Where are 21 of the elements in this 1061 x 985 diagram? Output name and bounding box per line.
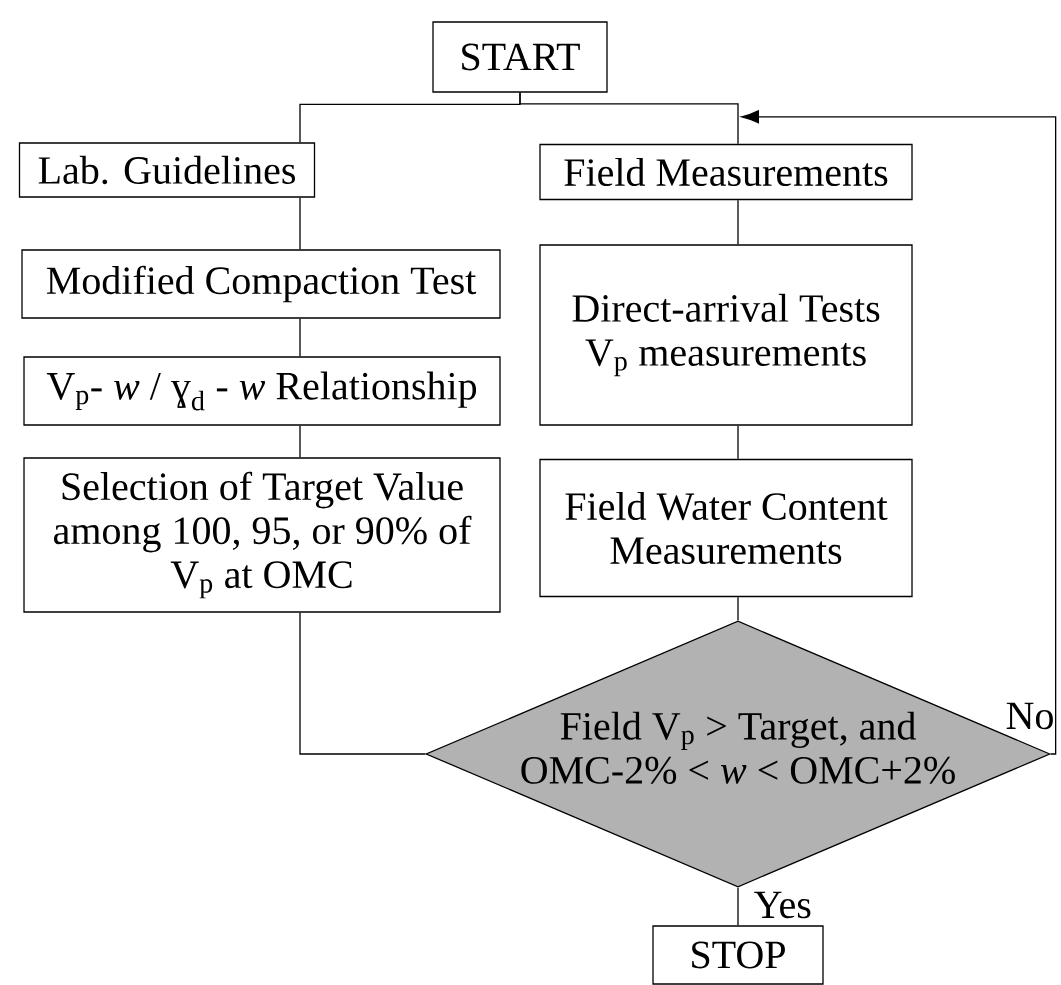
process-box: STOP — [652, 925, 824, 985]
arrow — [741, 110, 1057, 755]
connector-line — [737, 199, 739, 245]
process-box: Field Water Content Measurements — [539, 458, 913, 598]
connector-line — [299, 425, 301, 458]
process-box: Direct-arrival Tests V$_{p}$ measurements — [539, 244, 913, 426]
process-box: Selection of Target Value among 100, 95, or 90% of V$_{p}$ at OMC — [23, 457, 501, 613]
edge-label: Yes — [754, 891, 811, 919]
process-box: Modified Compaction Test — [21, 249, 501, 319]
connector-line — [299, 612, 426, 755]
process-box: V$_{p}$- w / ɣ$_{d}$ - w Relationship — [23, 356, 501, 426]
connector-line — [519, 92, 739, 145]
edge-label: No — [1006, 702, 1053, 730]
connector-line — [737, 596, 739, 621]
connector-line — [737, 425, 739, 460]
connector-line — [737, 887, 739, 926]
connector-line — [299, 197, 301, 250]
connector-line — [299, 318, 301, 357]
process-box: Lab. Guidelines — [18, 142, 316, 198]
process-box: Field Measurements — [539, 143, 913, 201]
process-box: START — [432, 21, 608, 93]
